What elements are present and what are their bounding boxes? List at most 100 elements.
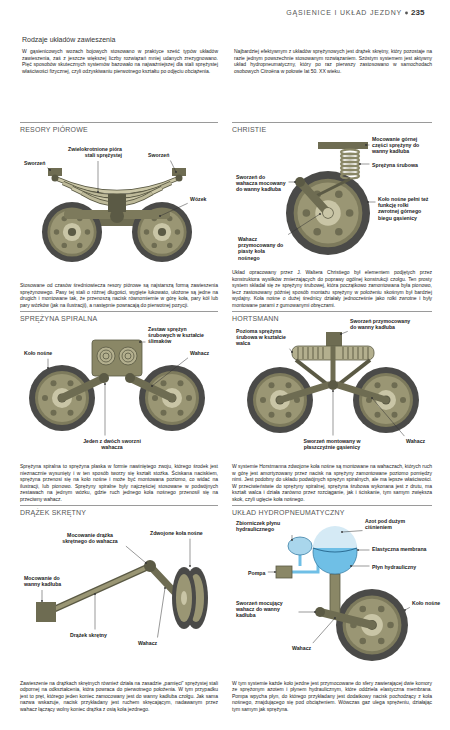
callout-label: Płyn hydrauliczny bbox=[372, 564, 416, 570]
section-caption: Sprężyna spiralna to sprężyna płaska w f… bbox=[20, 463, 218, 502]
leader-line bbox=[333, 391, 334, 436]
leader-dot bbox=[371, 397, 373, 399]
leader-line bbox=[158, 588, 166, 638]
callout-label: Sworzeń bbox=[24, 160, 45, 166]
leader-line bbox=[290, 349, 293, 352]
header-bullet bbox=[405, 12, 408, 15]
section-caption: W systemie Horstmanna zdwojone koła nośn… bbox=[232, 463, 432, 502]
leader-line bbox=[372, 398, 404, 436]
callout-label: Sworzeń przymocowany do wanny kadłuba bbox=[350, 318, 412, 330]
section-title: RESORY PIÓROWE bbox=[20, 126, 218, 134]
torsion-bar-figure bbox=[36, 560, 208, 629]
callout-label: Mocowanie do wanny kadłuba bbox=[24, 575, 76, 587]
section-caption: W tym systemie każde koło jezdne jest pr… bbox=[232, 680, 432, 713]
leader-line bbox=[160, 203, 188, 216]
leader-line bbox=[152, 358, 188, 386]
callout-label: Koło nośne bbox=[412, 600, 440, 606]
callout-label: Koło nośne pełni też funkcję rolki zwrot… bbox=[378, 196, 430, 221]
callout-label: Azot pod dużym ciśnieniem bbox=[365, 518, 423, 530]
leader-line bbox=[47, 168, 50, 170]
leader-dot bbox=[294, 181, 296, 183]
callout-label: Zwielokrotnione pióra stali sprężystej bbox=[60, 146, 122, 158]
leader-line bbox=[351, 566, 370, 567]
leader-dot bbox=[404, 609, 406, 611]
leader-line bbox=[268, 572, 275, 573]
callout-label: Zdwojone koła nośne bbox=[150, 530, 214, 536]
leader-dot bbox=[47, 367, 49, 369]
leader-line bbox=[405, 607, 410, 610]
leader-dot bbox=[350, 565, 352, 567]
leader-dot bbox=[367, 201, 369, 203]
callout-label: Mocowanie górnej części sprężyny do wann… bbox=[372, 136, 430, 155]
callout-label: Wahacz przymocowany do piasty koła nośne… bbox=[238, 236, 286, 261]
callout-label: Drążek skrętny bbox=[70, 632, 107, 638]
leader-line bbox=[342, 531, 363, 532]
leader-line bbox=[140, 342, 146, 343]
leader-line bbox=[358, 550, 370, 551]
leader-line bbox=[105, 384, 106, 436]
leader-line bbox=[48, 359, 49, 368]
leader-line bbox=[292, 535, 293, 540]
leader-line bbox=[368, 202, 376, 203]
leader-line bbox=[190, 539, 191, 566]
callout-label: Sworzeń bbox=[148, 152, 169, 158]
section-title: SPRĘŻYNA SPIRALNA bbox=[20, 315, 218, 323]
callout-label: Zestaw sprężyn śrubowych w kształcie śli… bbox=[148, 326, 210, 345]
callout-label: Sprężyna śrubowa bbox=[372, 162, 418, 168]
callout-label: Wahacz bbox=[406, 438, 425, 444]
running-header: GĄSIENICE I UKŁAD JEZDNY bbox=[286, 9, 402, 17]
leader-line bbox=[299, 612, 316, 613]
callout-label: Wahacz bbox=[292, 645, 311, 651]
leader-dot bbox=[159, 215, 161, 217]
page-heading: Rodzaje układów zawieszenia bbox=[22, 36, 222, 44]
page-number: 235 bbox=[411, 8, 424, 18]
christie-figure bbox=[286, 142, 370, 255]
leader-dot bbox=[340, 333, 342, 335]
callout-label: Sworzeń montowany w płaszczyźnie gąsieni… bbox=[300, 438, 364, 450]
leader-dot bbox=[274, 571, 276, 573]
leader-dot bbox=[49, 169, 51, 171]
leader-line bbox=[360, 164, 370, 165]
leader-line bbox=[42, 590, 43, 601]
leader-line bbox=[126, 546, 146, 563]
section-caption: Zawieszenie na drążkach skrętnych równie… bbox=[20, 680, 218, 713]
section-caption: Układ opracowany przez J. Waltera Christ… bbox=[232, 269, 432, 308]
leader-dot bbox=[291, 351, 293, 353]
section-panel: SPRĘŻYNA SPIRALNA Sprężyna spiralna to sp… bbox=[20, 311, 218, 502]
leader-dot bbox=[139, 341, 141, 343]
leader-dot bbox=[175, 171, 177, 173]
callout-label: Pozioma sprężyna śrubowa w kształcie wal… bbox=[236, 328, 288, 347]
leader-dot bbox=[365, 144, 367, 146]
callout-label: Jeden z dwóch sworzni wahacza bbox=[82, 438, 142, 450]
leader-dot bbox=[94, 593, 96, 595]
callout-label: Zbiorniczek płynu hydraulicznego bbox=[236, 520, 292, 532]
leader-dot bbox=[291, 539, 293, 541]
section-caption: Stosowane od czasów średniowiecza resory… bbox=[20, 282, 218, 308]
leader-line bbox=[341, 331, 348, 334]
leader-dot bbox=[359, 163, 361, 165]
intro-paragraph: W gąsienicowych wozach bojowych stosowan… bbox=[22, 48, 218, 74]
leader-dot bbox=[189, 565, 191, 567]
leader-dot bbox=[145, 562, 147, 564]
callout-label: Pompa bbox=[248, 570, 265, 576]
callout-label: Elastyczna membrana bbox=[372, 546, 427, 552]
callout-label: Sworzeń mocujący wahacz do wanny kadłuba bbox=[236, 600, 296, 619]
leader-dot bbox=[41, 600, 43, 602]
leader-line bbox=[95, 594, 96, 630]
leader-dot bbox=[341, 531, 343, 533]
leader-dot bbox=[97, 191, 99, 193]
intro-paragraph: Najbardziej efektywnym z układów sprężyn… bbox=[234, 48, 432, 74]
leader-dot bbox=[314, 611, 316, 613]
leader-dot bbox=[332, 390, 334, 392]
callout-label: Sworzeń do wahacza mocowany do wanny kad… bbox=[236, 174, 286, 193]
leader-line bbox=[366, 145, 370, 146]
leader-line bbox=[313, 618, 335, 643]
callout-label: Wózek bbox=[190, 196, 206, 202]
callout-label: Koło nośne bbox=[24, 350, 52, 356]
section-title: CHRISTIE bbox=[232, 126, 432, 134]
leader-dot bbox=[104, 383, 106, 385]
leader-dot bbox=[334, 617, 336, 619]
